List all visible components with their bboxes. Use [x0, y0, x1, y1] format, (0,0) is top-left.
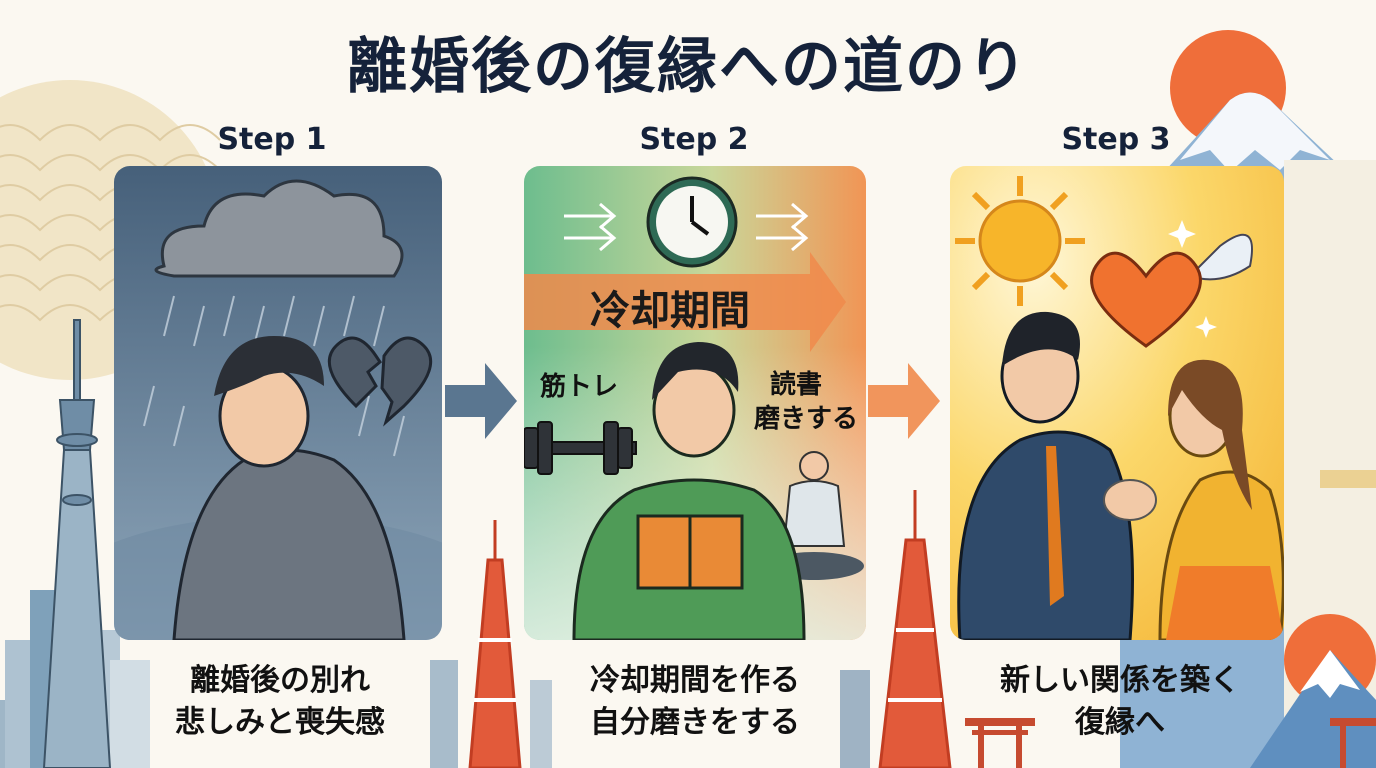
dumbbell-icon — [524, 421, 637, 475]
activity-reading-label-line2: 磨きする — [754, 404, 859, 434]
step1-caption: 離婚後の別れ 悲しみと喪失感 — [90, 660, 470, 744]
page-title: 離婚後の復縁への道のり — [347, 32, 1029, 102]
tokyo-tower-left — [468, 520, 522, 768]
step3-label: Step 3 — [1061, 122, 1171, 157]
tokyo-skytree — [42, 319, 112, 768]
step2-panel: 冷却期間 筋トレ 読書 磨きする — [524, 166, 866, 640]
woman-figure — [1158, 359, 1284, 640]
sun-icon — [955, 176, 1085, 306]
banner-arrow — [524, 252, 846, 352]
step1-label: Step 1 — [217, 122, 327, 157]
activity-reading-label-line1: 読書 — [770, 370, 823, 400]
step2-label: Step 2 — [639, 122, 749, 157]
step2-caption-line2: 自分磨きをする — [590, 705, 800, 740]
step1-panel — [114, 166, 442, 640]
activity-workout-label: 筋トレ — [540, 372, 619, 402]
step2-caption-line1: 冷却期間を作る — [590, 663, 800, 698]
step3-caption-line1: 新しい関係を築く — [1000, 663, 1240, 698]
man-in-suit-figure — [957, 311, 1134, 640]
clock-icon — [646, 176, 738, 268]
step1-caption-line2: 悲しみと喪失感 — [175, 705, 385, 740]
torii-gate — [965, 718, 1376, 768]
step1-caption-line1: 離婚後の別れ — [190, 663, 370, 698]
winged-heart-icon — [1090, 233, 1253, 348]
step3-panel — [950, 166, 1284, 640]
step3-caption-line2: 復縁へ — [1075, 705, 1165, 740]
step2-caption: 冷却期間を作る 自分磨きをする — [505, 660, 885, 744]
sad-man-figure — [172, 336, 406, 640]
arrow-step1-to-step2 — [445, 363, 517, 439]
tokyo-tower-right — [878, 490, 952, 768]
arrow-step2-to-step3 — [868, 363, 940, 439]
man-working-out-figure — [572, 342, 806, 640]
broken-heart-icon — [327, 336, 433, 427]
step3-caption: 新しい関係を築く 復縁へ — [930, 660, 1310, 744]
cooling-period-banner: 冷却期間 — [590, 288, 750, 334]
rain-cloud-icon — [154, 179, 404, 278]
